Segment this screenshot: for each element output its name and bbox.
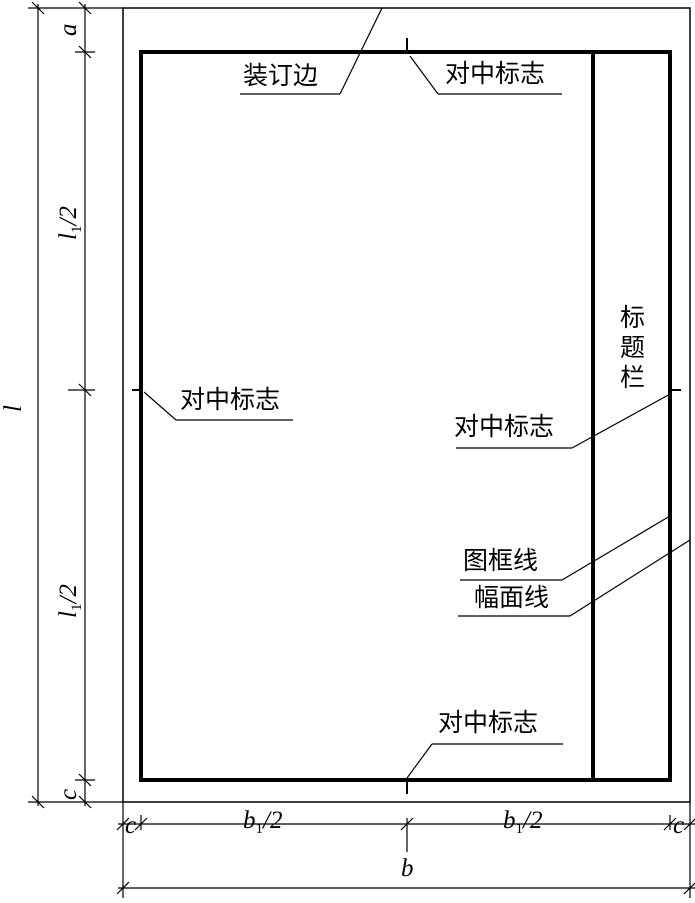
b1-left-main: b <box>243 807 256 834</box>
frame-line-label: 图框线 <box>463 547 538 575</box>
center-mark-right-leader <box>456 392 673 449</box>
sheet-line-leader <box>458 539 691 617</box>
l1-lower-sub: 1 <box>69 604 85 612</box>
center-mark-right-label: 对中标志 <box>454 413 554 441</box>
center-mark-bottom-label: 对中标志 <box>438 709 538 737</box>
left-dimension-lines <box>28 1 123 809</box>
l1-upper-main: l <box>55 233 82 240</box>
dimension-b1-half-right-label: b1/2 <box>503 807 542 837</box>
center-mark-bottom-leader <box>406 743 563 779</box>
drawing-frame <box>139 50 672 782</box>
bottom-dimension-lines <box>116 802 695 898</box>
b1-left-sub: 1 <box>256 821 264 837</box>
center-mark-top-leader <box>409 55 562 95</box>
title-block-label: 标 题 栏 <box>620 304 651 392</box>
frame-line-leader <box>460 515 671 581</box>
b1-left-suffix: /2 <box>261 807 282 834</box>
center-mark-top-label: 对中标志 <box>445 60 545 88</box>
center-mark-left-leader <box>143 391 293 421</box>
l1-upper-sub: 1 <box>69 226 85 234</box>
b1-right-sub: 1 <box>516 821 524 837</box>
title-block-char-2: 题 <box>620 335 645 362</box>
dimension-l-label: l <box>0 405 27 412</box>
dimension-a-label: a <box>55 24 82 37</box>
dimension-c-bottom-left-label: c <box>125 812 136 839</box>
sheet-line-label: 幅面线 <box>474 584 549 612</box>
l1-lower-suffix: /2 <box>55 584 82 605</box>
title-block-char-3: 栏 <box>620 364 645 392</box>
l1-lower-main: l <box>55 611 82 618</box>
dimension-b-label: b <box>401 855 414 882</box>
binding-edge-leader <box>240 7 383 95</box>
b1-right-main: b <box>503 807 516 834</box>
b1-right-suffix: /2 <box>521 807 542 834</box>
dimension-c-bottom-right-label: c <box>673 812 684 839</box>
dimension-l1-half-lower-label: l1/2 <box>55 584 85 618</box>
dimension-b1-half-left-label: b1/2 <box>243 807 282 837</box>
center-mark-left-label: 对中标志 <box>180 386 280 414</box>
binding-edge-label: 装订边 <box>243 62 318 90</box>
title-block-char-1: 标 <box>620 304 645 332</box>
dimension-l1-half-upper-label: l1/2 <box>55 206 85 240</box>
dimension-c-left-label: c <box>55 789 82 800</box>
l1-upper-suffix: /2 <box>55 206 82 227</box>
sheet-outline <box>122 7 691 803</box>
